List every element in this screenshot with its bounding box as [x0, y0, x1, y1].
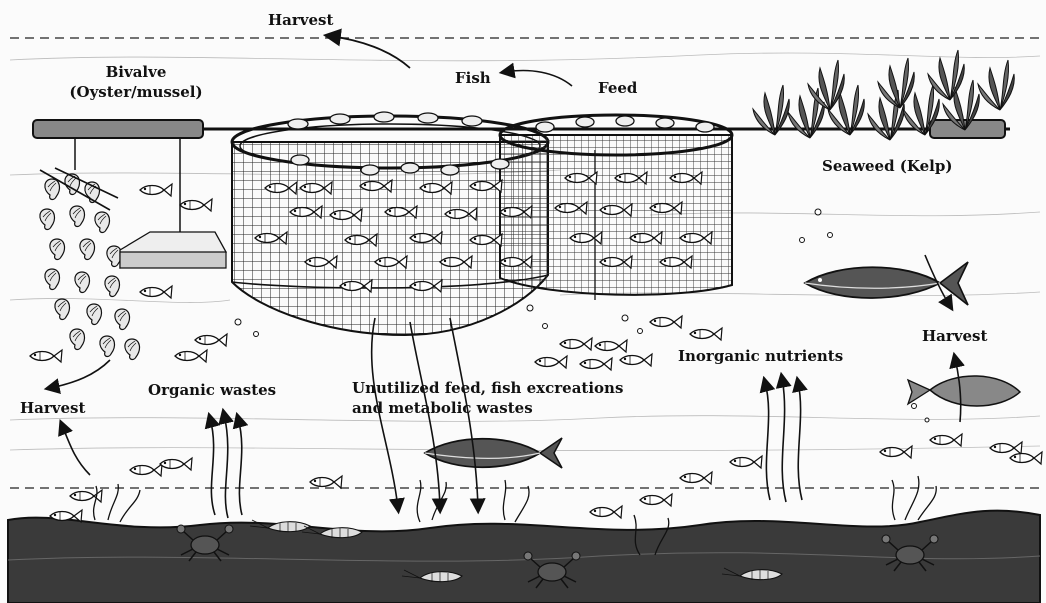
- grouper-icon: [908, 376, 1020, 406]
- oyster-strings: [40, 138, 226, 359]
- fish-label: Fish: [455, 70, 491, 87]
- tuna-center-icon: [425, 438, 562, 468]
- harvest-left-label: Harvest: [20, 400, 85, 417]
- bivalve-label: Bivalve: [56, 64, 216, 81]
- harvest-top-label: Harvest: [268, 12, 333, 29]
- unutilized-feed-label: Unutilized feed, fish excreations: [352, 380, 623, 397]
- inorganic-nutrients-label: Inorganic nutrients: [678, 348, 843, 365]
- organic-wastes-label: Organic wastes: [148, 382, 276, 399]
- bivalve-float-pipe: [33, 120, 203, 138]
- tuna-icon: [805, 262, 968, 305]
- harvest-arrow-icon: [330, 36, 410, 68]
- metabolic-wastes-label: and metabolic wastes: [352, 400, 533, 417]
- feed-label: Feed: [598, 80, 637, 97]
- bivalve-sublabel: (Oyster/mussel): [56, 84, 216, 101]
- feed-arrow-icon: [505, 71, 572, 86]
- seaweed-label: Seaweed (Kelp): [822, 158, 952, 175]
- harvest-right-label: Harvest: [922, 328, 987, 345]
